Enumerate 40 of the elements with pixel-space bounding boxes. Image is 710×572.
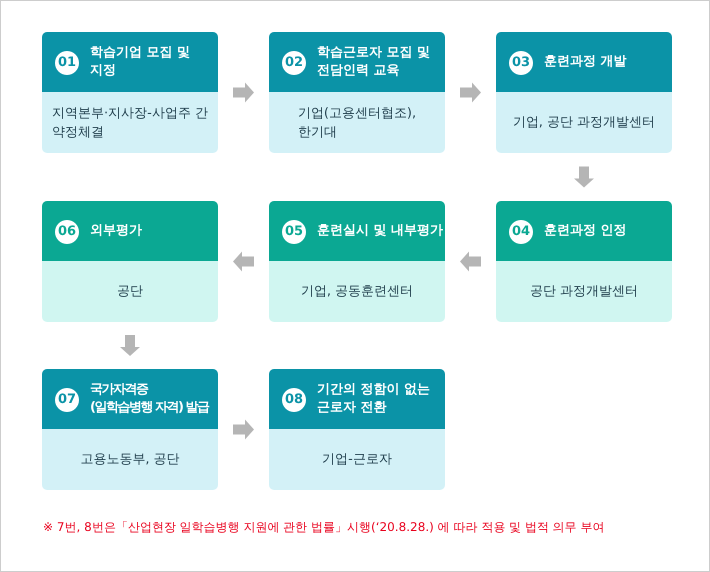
arrow [233,420,254,440]
process-box [269,369,445,490]
step-title: 국가자격증 (일학습병행 자격) 발급 [90,381,208,417]
process-box [496,201,672,322]
process-box [42,369,218,490]
step-title: 기간의 정함이 없는 근로자 전환 [317,381,430,417]
step-description: 기업(고용센터협조), 한기대 [298,104,416,142]
step-number-badge: 03 [509,51,533,75]
step-description: 기업, 공단 과정개발센터 [512,114,656,132]
step-number-badge: 02 [282,51,306,75]
step-description: 공단 [117,283,143,301]
step-description: 기업, 공동훈련센터 [300,283,414,301]
step-description: 공단 과정개발센터 [530,283,638,301]
arrow [574,166,594,188]
process-box [269,32,445,153]
step-title: 외부평가 [90,222,142,240]
step-description: 지역본부·지사장-사업주 간 약정체결 [52,104,208,142]
process-box [42,32,218,153]
arrow [460,82,481,102]
step-title: 훈련실시 및 내부평가 [317,222,444,240]
process-box [42,201,218,322]
step-number-badge: 07 [55,388,79,412]
step-title: 학습기업 모집 및 지정 [90,44,190,80]
step-title: 훈련과정 개발 [544,53,627,71]
process-box [269,201,445,322]
arrow [120,335,140,356]
step-number-badge: 06 [55,220,79,244]
arrow [233,82,254,102]
step-title: 훈련과정 인정 [544,222,627,240]
step-description: 고용노동부, 공단 [80,451,180,469]
step-description: 기업-근로자 [322,451,392,469]
step-number-badge: 05 [282,220,306,244]
step-number-badge: 04 [509,220,533,244]
step-title: 학습근로자 모집 및 전담인력 교육 [317,44,430,80]
arrow [233,252,254,272]
arrow [460,252,481,272]
process-box [496,32,672,153]
footnote: ※ 7번, 8번은「산업현장 일학습병행 지원에 관한 법률」시행(‘20.8.28.) 에 따라 적용 및 법적 의무 부여 [43,519,605,535]
step-number-badge: 01 [55,51,79,75]
step-number-badge: 08 [282,388,306,412]
